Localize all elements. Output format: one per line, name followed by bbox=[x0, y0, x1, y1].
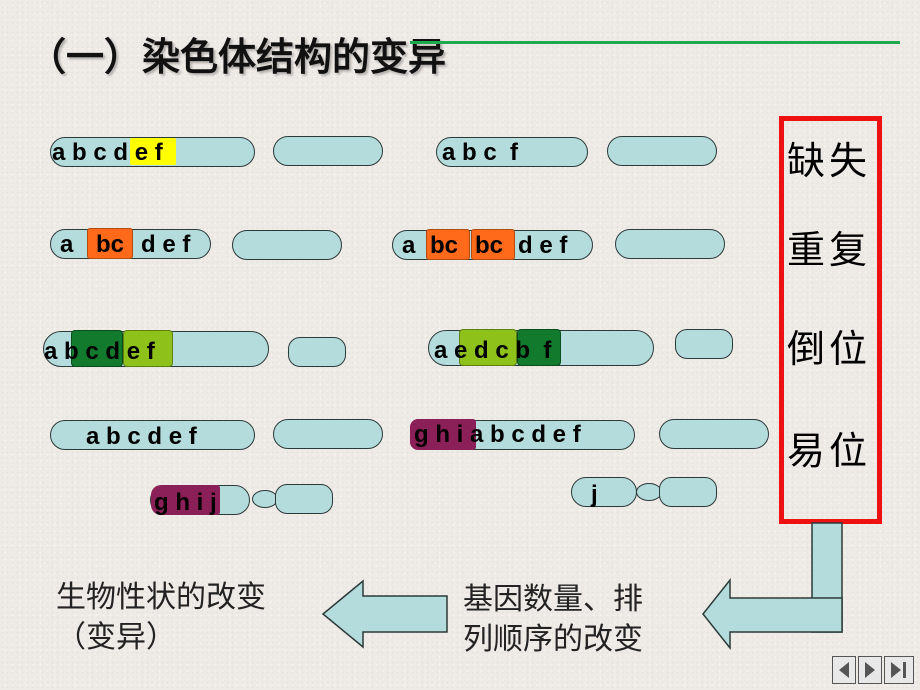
segment-de-yellow bbox=[130, 138, 176, 165]
chromosome-partner bbox=[659, 419, 769, 449]
next-button[interactable] bbox=[858, 656, 882, 684]
chromosome-normal-deletion bbox=[50, 137, 255, 167]
chromosome-partner bbox=[675, 329, 733, 359]
chromosome-letters: g h i a b c d e f bbox=[414, 421, 581, 448]
left-text-line2: （变异） bbox=[56, 620, 176, 655]
left-text-line1: 生物性状的改变 bbox=[56, 580, 266, 615]
prev-button[interactable] bbox=[832, 656, 856, 684]
segment-bc-orange bbox=[426, 229, 470, 260]
chromosome-partner bbox=[288, 337, 346, 367]
label-translocation: 易位 bbox=[787, 429, 872, 473]
chromosome-partner bbox=[273, 136, 383, 166]
chromosome-letters: bc bbox=[430, 232, 459, 259]
chromosome-letters: a b c f bbox=[442, 139, 519, 166]
segment-ghi-purple bbox=[151, 485, 220, 515]
chromosome-partner bbox=[273, 419, 383, 449]
chromosome-letters: g h i j bbox=[154, 489, 217, 516]
label-inversion: 倒位 bbox=[787, 327, 872, 371]
segment-ghi-purple bbox=[410, 419, 476, 450]
chromosome-partner bbox=[607, 136, 717, 166]
chromosome-arm bbox=[275, 484, 333, 514]
middle-text-line2: 列顺序的改变 bbox=[463, 622, 643, 657]
left-arrow-to-traits bbox=[321, 579, 448, 649]
segment-ed-lightgreen bbox=[459, 329, 517, 366]
chromosome-letters: d e f bbox=[518, 232, 568, 259]
chromosome-letters: a bbox=[60, 231, 74, 258]
chromosome-letters: a b c d e f bbox=[52, 139, 163, 166]
down-connector bbox=[811, 522, 843, 633]
chromosome-letters: a b c d e f bbox=[86, 423, 197, 450]
chromosome-letters: a b c d e f bbox=[44, 338, 155, 365]
chromosome-partner-mutant bbox=[571, 477, 637, 507]
segment-bc-orange bbox=[87, 228, 133, 259]
chromosome-partner bbox=[232, 230, 342, 260]
end-icon bbox=[891, 662, 906, 678]
segment-cb-darkgreen bbox=[517, 329, 561, 366]
title-underline bbox=[410, 41, 900, 44]
chromosome-letters: j bbox=[591, 481, 598, 508]
right-arrow-to-text bbox=[702, 577, 843, 651]
segment-de-lightgreen bbox=[123, 330, 173, 367]
page-title: （一）染色体结构的变异 bbox=[28, 35, 447, 79]
chromosome-mutant-deletion bbox=[436, 137, 588, 167]
mutation-types-box bbox=[779, 116, 882, 524]
chromosome-letters: a e d c b f bbox=[434, 337, 552, 364]
chromosome-arm bbox=[659, 477, 717, 507]
chromosome-letters: bc bbox=[475, 232, 504, 259]
segment-bc-orange bbox=[471, 229, 515, 260]
chromosome-letters: a bbox=[402, 232, 416, 259]
label-deletion: 缺失 bbox=[787, 139, 872, 183]
prev-icon bbox=[839, 662, 849, 678]
end-button[interactable] bbox=[884, 656, 914, 684]
next-icon bbox=[865, 662, 875, 678]
label-duplication: 重复 bbox=[787, 228, 872, 272]
segment-bc-darkgreen bbox=[71, 330, 123, 367]
chromosome-letters: bc bbox=[96, 231, 125, 258]
chromosome-letters: d e f bbox=[141, 231, 191, 258]
middle-text-line1: 基因数量、排 bbox=[463, 582, 643, 617]
chromosome-partner bbox=[615, 229, 725, 259]
chromosome-normal-translocation bbox=[50, 420, 255, 450]
